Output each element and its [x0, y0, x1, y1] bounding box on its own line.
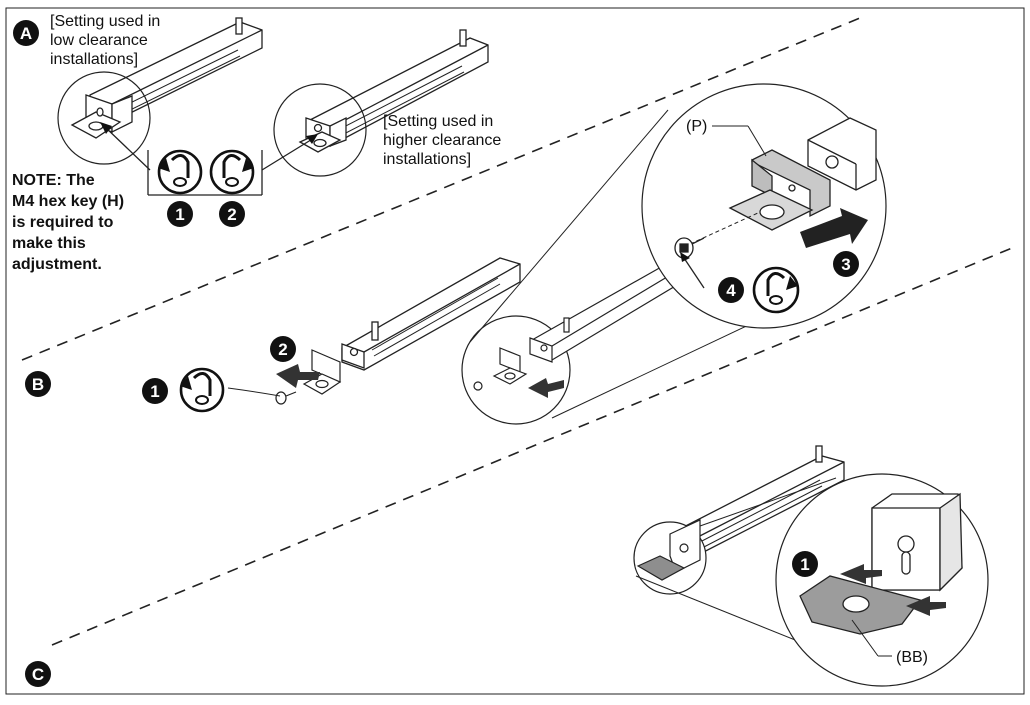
note-line2: M4 hex key (H)	[12, 193, 125, 210]
arrow-insert-small	[528, 378, 564, 398]
caption-low-clearance: [Setting used in low clearance installat…	[50, 12, 160, 69]
zoom-line-c-bottom	[635, 575, 821, 651]
rail-end-zoom	[807, 117, 877, 191]
adjust-bracket	[147, 150, 263, 196]
note-hex-key: NOTE: The M4 hex key (H) is required to …	[12, 170, 124, 275]
rotate-ccw-icon	[157, 149, 203, 195]
svg-text:B: B	[32, 375, 44, 394]
step-badge-a1: 1	[167, 201, 193, 227]
step-badge-b1: 1	[142, 378, 168, 404]
part-label-p: (P)	[686, 118, 707, 135]
step-badge-c1: 1	[792, 551, 818, 577]
arrow-to-low	[103, 125, 151, 171]
screw-leader	[227, 387, 281, 397]
bracket-bb	[799, 575, 922, 635]
svg-text:2: 2	[278, 340, 287, 359]
rail-in-zoom-c	[636, 519, 701, 581]
divider-b-c	[51, 247, 1013, 646]
svg-text:4: 4	[726, 281, 736, 300]
zoom-circle-low	[57, 71, 151, 165]
svg-text:3: 3	[841, 255, 850, 274]
part-label-bb: (BB)	[896, 649, 928, 666]
arrow-remove-bracket	[276, 364, 320, 388]
arrow-bb-upper	[840, 564, 882, 584]
frame-border	[5, 7, 1025, 695]
arrowhead-step4	[680, 252, 690, 262]
caption-low-line2: low clearance	[50, 32, 148, 49]
rotate-ccw-icon-b	[179, 367, 225, 413]
step-badge-b4: 4	[718, 277, 744, 303]
caption-low-line3: installations]	[50, 51, 139, 68]
section-b-badge: B	[25, 371, 51, 397]
rail-end-zoom-c	[871, 492, 963, 592]
step-badge-b2: 2	[270, 336, 296, 362]
arrow-bb-lower	[906, 596, 946, 616]
arrowhead-low	[100, 122, 112, 134]
zoom-circle-high	[273, 83, 367, 177]
svg-text:2: 2	[227, 205, 236, 224]
caption-high-clearance: [Setting used in higher clearance instal…	[383, 112, 501, 169]
note-line3: is required to	[12, 214, 114, 231]
arrowhead-high	[306, 134, 318, 144]
svg-text:1: 1	[150, 382, 159, 401]
leader-p	[747, 125, 767, 157]
svg-text:A: A	[20, 24, 32, 43]
leader-step4	[683, 257, 705, 289]
zoom-line-c-top	[699, 477, 837, 527]
screw-icon	[275, 391, 297, 405]
rotate-cw-icon	[209, 149, 255, 195]
step-badge-a2: 2	[219, 201, 245, 227]
bracket-p	[728, 149, 831, 231]
step-badge-b3: 3	[833, 251, 859, 277]
screw-path	[689, 211, 761, 245]
rotate-cw-icon-b	[752, 266, 800, 314]
caption-high-line1: [Setting used in	[383, 113, 494, 130]
caption-low-line1: [Setting used in	[50, 13, 161, 30]
svg-text:1: 1	[175, 205, 184, 224]
caption-high-line2: higher clearance	[383, 132, 502, 149]
rail-low-clearance	[70, 17, 263, 139]
arrow-to-high	[261, 137, 315, 171]
arrow-insert-large	[800, 208, 868, 248]
note-line1: NOTE: The	[12, 172, 95, 189]
leader-bb	[851, 619, 879, 657]
note-line4: make this	[12, 235, 86, 252]
svg-text:C: C	[32, 665, 44, 684]
section-a-badge: A	[13, 20, 39, 46]
section-c-badge: C	[25, 661, 51, 687]
rail-section-b	[341, 257, 521, 371]
svg-text:1: 1	[800, 555, 809, 574]
zoom-line-b-top	[469, 109, 669, 343]
caption-high-line3: installations]	[383, 151, 472, 168]
note-line5: adjustment.	[12, 256, 102, 273]
